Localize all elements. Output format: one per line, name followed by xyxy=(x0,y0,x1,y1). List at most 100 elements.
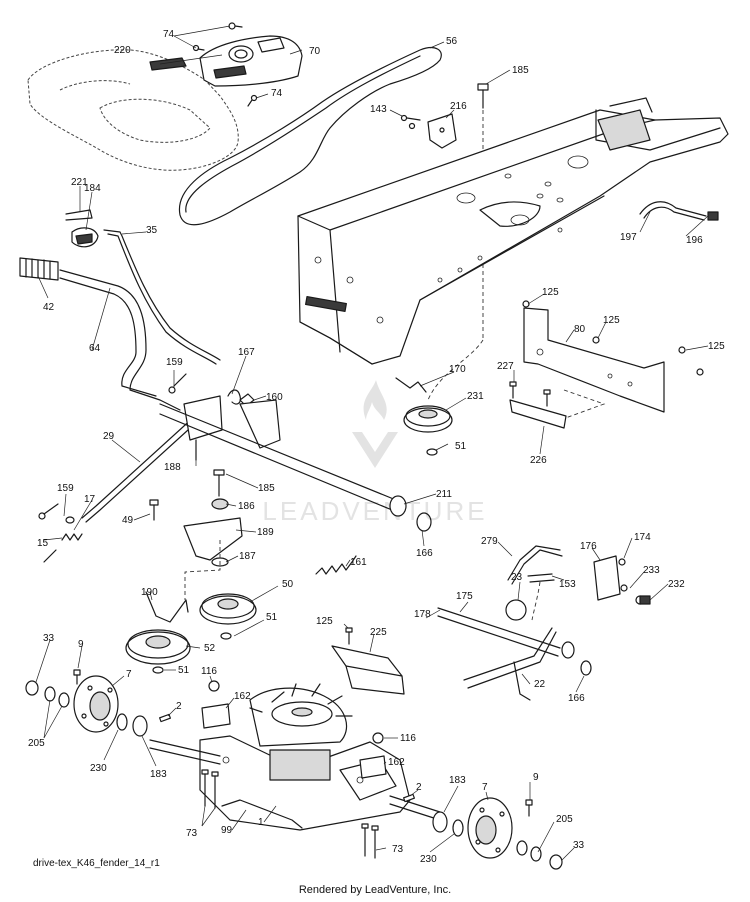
part-116-nut xyxy=(208,680,384,744)
part-176-bracket xyxy=(593,555,651,605)
callout-7: 7 xyxy=(126,669,132,680)
callout-33: 33 xyxy=(573,840,585,851)
callout-233: 233 xyxy=(643,565,660,576)
callout-99: 99 xyxy=(221,825,233,836)
callout-labels: 74 70 220 56 74 185 143 216 221 184 35 4… xyxy=(28,29,725,865)
callout-49: 49 xyxy=(122,515,134,526)
callout-125: 125 xyxy=(708,341,725,352)
part-1-transaxle xyxy=(149,683,441,831)
part-183-bushing xyxy=(432,811,448,833)
callout-216: 216 xyxy=(450,101,467,112)
part-226-bracket xyxy=(509,381,567,429)
part-99-rod xyxy=(221,799,303,829)
part-70-console xyxy=(199,35,303,87)
callout-189: 189 xyxy=(257,527,274,538)
callout-70: 70 xyxy=(309,46,321,57)
part-73-bolt xyxy=(201,769,379,859)
callout-159: 159 xyxy=(57,483,74,494)
callout-42: 42 xyxy=(43,302,55,313)
callout-176: 176 xyxy=(580,541,597,552)
callout-162: 162 xyxy=(388,757,405,768)
callout-22: 22 xyxy=(534,679,546,690)
part-2-key xyxy=(403,793,415,803)
callout-185: 185 xyxy=(512,65,529,76)
callout-170: 170 xyxy=(449,364,466,375)
callout-221: 221 xyxy=(71,177,88,188)
part-17-spring xyxy=(61,533,83,541)
callout-74: 74 xyxy=(163,29,175,40)
part-185-bolt xyxy=(477,83,489,109)
callout-167: 167 xyxy=(238,347,255,358)
callout-197: 197 xyxy=(620,232,637,243)
part-178-assembly xyxy=(437,607,592,701)
part-231-pulley xyxy=(403,405,453,456)
watermark: LEADVENTURE xyxy=(262,380,487,526)
part-189-bracket xyxy=(149,469,243,567)
callout-17: 17 xyxy=(84,494,96,505)
callout-51: 51 xyxy=(178,665,190,676)
part-190-bracket xyxy=(145,591,189,623)
callout-227: 227 xyxy=(497,361,514,372)
callout-188: 188 xyxy=(164,462,181,473)
callout-231: 231 xyxy=(467,391,484,402)
part-167-spring xyxy=(227,389,241,405)
callout-220: 220 xyxy=(114,45,131,56)
callout-35: 35 xyxy=(146,225,158,236)
callout-80: 80 xyxy=(574,324,586,335)
part-162-bracket xyxy=(201,703,387,779)
part-183-bushing xyxy=(132,715,148,737)
callout-73: 73 xyxy=(186,828,198,839)
callout-1: 1 xyxy=(258,817,264,828)
part-216-bracket xyxy=(400,113,457,149)
callout-166: 166 xyxy=(568,693,585,704)
callout-51: 51 xyxy=(455,441,467,452)
callout-125: 125 xyxy=(603,315,620,326)
callout-178: 178 xyxy=(414,609,431,620)
part-225-shield xyxy=(331,627,405,695)
part-279-rod xyxy=(507,545,563,585)
callout-125: 125 xyxy=(542,287,559,298)
part-220-pad xyxy=(149,57,187,71)
callout-161: 161 xyxy=(350,557,367,568)
callout-184: 184 xyxy=(84,183,101,194)
callout-50: 50 xyxy=(282,579,294,590)
callout-116: 116 xyxy=(201,666,217,677)
callout-183: 183 xyxy=(449,775,466,786)
callout-74: 74 xyxy=(271,88,283,99)
callout-190: 190 xyxy=(141,587,158,598)
callout-205: 205 xyxy=(28,738,45,749)
callout-186: 186 xyxy=(238,501,255,512)
callout-174: 174 xyxy=(634,532,651,543)
callout-162: 162 xyxy=(234,691,251,702)
part-50-pulley xyxy=(199,593,257,640)
callout-51: 51 xyxy=(266,612,278,623)
callout-230: 230 xyxy=(420,854,437,865)
callout-205: 205 xyxy=(556,814,573,825)
callout-7: 7 xyxy=(482,782,488,793)
part-161-spring xyxy=(315,555,357,575)
diagram-id: drive-tex_K46_fender_14_r1 xyxy=(33,858,160,869)
fender-outline xyxy=(27,49,239,171)
part-170-bracket xyxy=(395,377,427,393)
callout-159: 159 xyxy=(166,357,183,368)
part-42-grip xyxy=(19,257,59,281)
callout-226: 226 xyxy=(530,455,547,466)
render-credit: Rendered by LeadVenture, Inc. xyxy=(298,884,452,896)
part-230-washer xyxy=(452,819,464,837)
part-control-assembly xyxy=(183,395,281,461)
callout-232: 232 xyxy=(668,579,685,590)
part-29-rod xyxy=(81,405,207,519)
part-2-key xyxy=(159,713,171,723)
callout-9: 9 xyxy=(78,639,84,650)
callout-185: 185 xyxy=(258,483,275,494)
watermark-text: LEADVENTURE xyxy=(262,496,487,526)
part-7-hub xyxy=(467,797,513,859)
callout-56: 56 xyxy=(446,36,458,47)
callout-52: 52 xyxy=(204,643,216,654)
callout-15: 15 xyxy=(37,538,49,549)
callout-187: 187 xyxy=(239,551,256,562)
leader-lines xyxy=(35,25,709,861)
part-56-belt xyxy=(178,47,442,226)
part-35-rod xyxy=(103,229,221,361)
